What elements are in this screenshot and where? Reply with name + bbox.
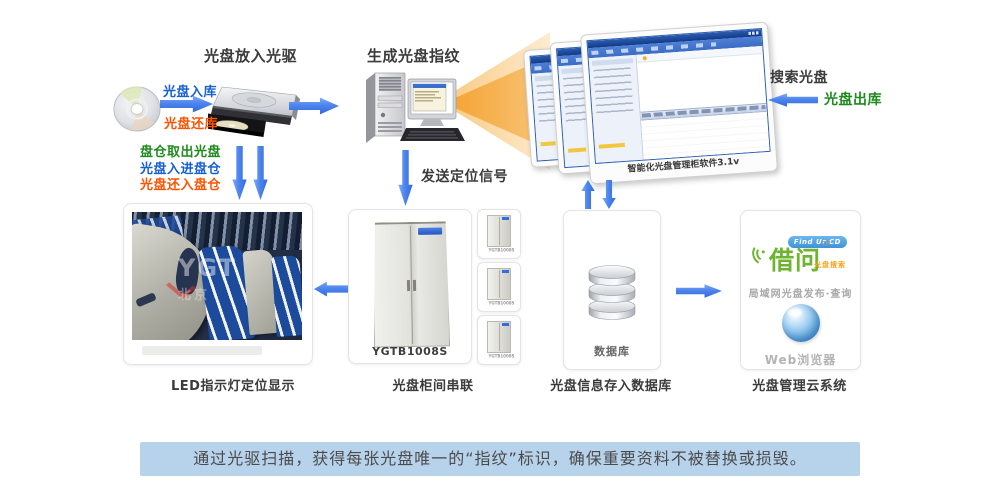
magazine-label-2: 光盘入进盘仓	[140, 161, 222, 177]
mini-cabinet-image-2	[487, 268, 511, 300]
cabinet-display-panel	[418, 227, 442, 234]
arrow-screens-to-db	[602, 180, 616, 209]
led-card-footer	[142, 346, 262, 355]
cabinet-caption: 光盘柜间串联	[392, 379, 474, 394]
mini-cabinet-image-1	[487, 215, 511, 247]
cloud-card: Find Ur CD 借问TM 光盘搜索 局域网光盘发布·查询 Web浏览器	[740, 210, 861, 370]
mini-cabinet-label-3: YGTB1008S	[488, 354, 515, 359]
brand-tm: TM	[821, 241, 832, 247]
software-screen-front: 智能化光盘管理柜软件3.1v	[579, 21, 779, 185]
optical-drive	[208, 86, 300, 137]
cd-disc-icon	[113, 86, 161, 132]
mini-cabinet-panel-1	[502, 217, 509, 220]
database-card: 数据库	[563, 210, 661, 370]
arrow-drive-to-led-2	[253, 146, 268, 200]
globe-icon	[781, 304, 820, 342]
cabinet-card: YGTB1008S	[348, 209, 472, 364]
locate-signal-label: 发送定位信号	[421, 169, 508, 185]
disc-in-label: 光盘入库	[163, 85, 218, 100]
magazine-labels: 盘仓取出光盘 光盘入进盘仓 光盘还入盘仓	[140, 145, 221, 195]
arrow-db-to-screens	[581, 180, 595, 209]
arrow-search	[768, 93, 818, 107]
fingerprint-station-title: 生成光盘指纹	[367, 47, 461, 65]
mini-cabinet-panel-2	[502, 270, 509, 273]
arrow-cabinet-to-led	[314, 281, 348, 297]
cabinet-image	[372, 221, 450, 347]
summary-banner: 通过光驱扫描，获得每张光盘唯一的“指纹”标识，确保重要资料不被替换或损毁。	[140, 442, 860, 476]
disc-out-label: 光盘出库	[824, 92, 882, 108]
magazine-label-1: 盘仓取出光盘	[140, 145, 222, 160]
drive-station-title: 光盘放入光驱	[204, 47, 298, 65]
database-label: 数据库	[594, 345, 630, 358]
arrow-db-to-cloud	[676, 284, 722, 298]
database-caption: 光盘信息存入数据库	[550, 379, 672, 394]
find-ur-cd-badge: Find Ur CD	[787, 236, 847, 248]
brand-sub-label: 光盘搜索	[814, 261, 846, 269]
mini-cabinet-card-1: YGTB1008S	[477, 209, 521, 259]
mini-cabinet-card-3: YGTB1008S	[477, 315, 521, 365]
database-icon	[588, 265, 636, 320]
arrow-pc-to-cabinet	[398, 150, 413, 206]
lan-publish-label: 局域网光盘发布·查询	[748, 289, 853, 300]
mini-cabinet-panel-3	[502, 323, 509, 326]
cloud-caption: 光盘管理云系统	[752, 379, 847, 394]
cabinet-model-label: YGTB1008S	[372, 345, 448, 358]
mini-cabinet-label-1: YGTB1008S	[488, 248, 515, 253]
led-photo-blue-cards-2	[271, 255, 302, 337]
mini-cabinet-label-2: YGTB1008S	[488, 301, 515, 306]
search-disc-label: 搜索光盘	[770, 70, 828, 86]
magazine-label-3: 光盘还入盘仓	[140, 178, 222, 193]
led-caption: LED指示灯定位显示	[171, 379, 295, 394]
mini-cabinet-image-3	[487, 321, 511, 353]
computer-workstation	[366, 72, 465, 143]
disc-return-label: 光盘还库	[164, 117, 219, 132]
arrow-drive-to-led-1	[232, 146, 247, 200]
brand-logo: 借问TM	[769, 241, 832, 275]
mini-cabinet-card-2: YGTB1008S	[477, 262, 521, 312]
web-browser-label: Web浏览器	[764, 353, 837, 367]
